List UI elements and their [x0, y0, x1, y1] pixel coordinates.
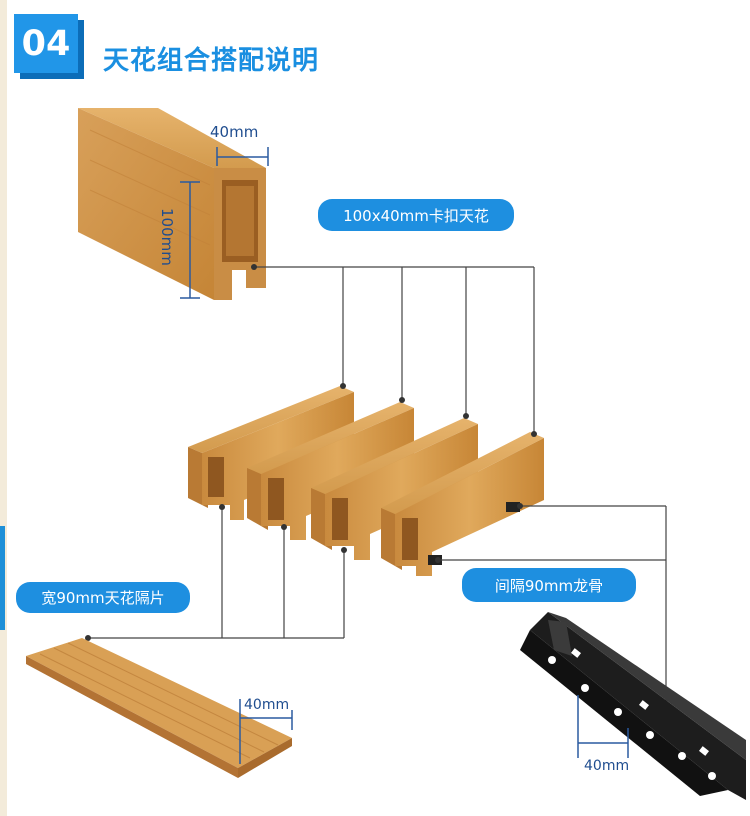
dimension-keel-width: 40mm [584, 758, 630, 774]
dimension-lines-keel [577, 695, 629, 758]
metal-keel [520, 612, 746, 800]
connector-lines-profile [254, 266, 535, 434]
label-product: 100x40mm卡扣天花 [318, 199, 514, 231]
dimension-height: 100mm [158, 208, 176, 266]
left-edge-tab [0, 526, 5, 630]
section-title: 天花组合搭配说明 [103, 46, 320, 76]
profile-array [188, 386, 544, 576]
dimension-lines-single [180, 147, 269, 299]
section-number: 04 [14, 14, 78, 73]
connector-lines-strip [88, 507, 345, 639]
connector-dots-keel [435, 503, 523, 563]
connector-lines-keel [438, 505, 667, 712]
dimension-lines-strip [239, 699, 293, 764]
dimension-strip-width: 40mm [244, 697, 290, 713]
dimension-width-top: 40mm [210, 123, 259, 141]
spacer-strip [26, 638, 292, 778]
label-keel: 间隔90mm龙骨 [462, 568, 636, 602]
label-strip: 宽90mm天花隔片 [16, 582, 190, 613]
left-edge-strip [0, 0, 7, 816]
connector-dots-strip [85, 504, 347, 641]
connector-dots-profile [251, 264, 537, 437]
